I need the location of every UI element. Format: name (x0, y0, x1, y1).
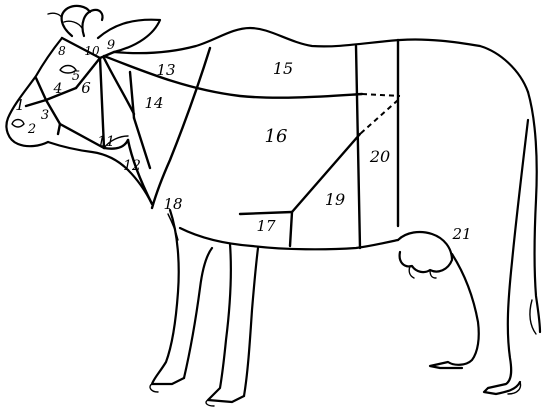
region-label-11: 11 (97, 134, 115, 150)
region-label-17: 17 (256, 217, 276, 235)
udder (398, 232, 452, 272)
region-label-8: 8 (58, 44, 66, 58)
region-label-15: 15 (273, 59, 293, 78)
nostril (12, 120, 24, 128)
region-label-4: 4 (53, 81, 63, 97)
region-label-9: 9 (107, 38, 115, 53)
region-label-1: 1 (15, 96, 25, 114)
region-label-6: 6 (81, 79, 91, 97)
region-label-13: 13 (156, 61, 175, 79)
tail (528, 92, 540, 332)
region-label-2: 2 (27, 122, 36, 137)
region-label-14: 14 (144, 94, 163, 112)
foreleg-left (152, 210, 184, 384)
region-label-5: 5 (72, 69, 80, 84)
region-label-19: 19 (325, 190, 345, 209)
region-label-20: 20 (369, 147, 390, 166)
horn-right (82, 10, 102, 36)
foreleg-right (208, 244, 244, 402)
hind-leg-outer (484, 120, 528, 394)
region-label-12: 12 (123, 158, 141, 174)
region-label-18: 18 (163, 195, 182, 213)
region-label-16: 16 (265, 126, 288, 147)
region-label-21: 21 (451, 225, 471, 243)
region-label-10: 10 (84, 44, 100, 58)
region-dividers (26, 38, 400, 248)
region-label-3: 3 (41, 108, 49, 123)
